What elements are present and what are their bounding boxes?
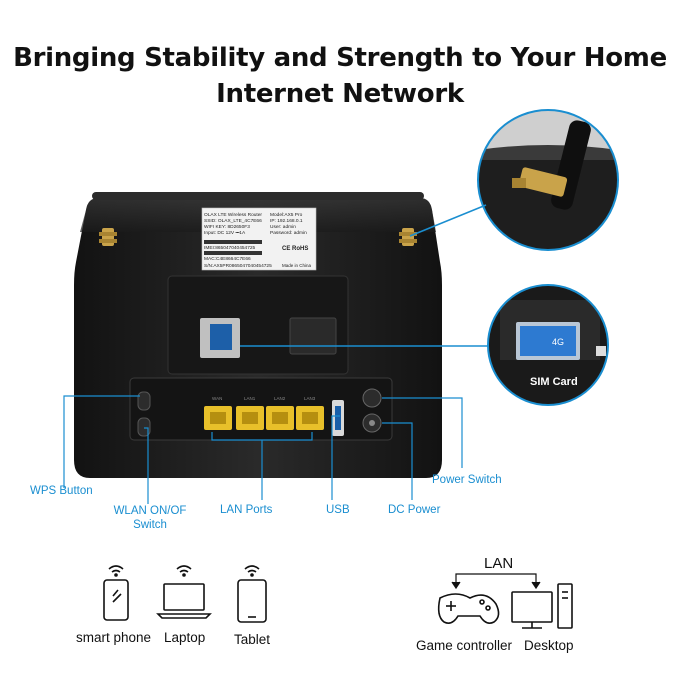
port-label-lan1: LAN1 — [244, 396, 256, 401]
label-line: Model:AX5 Pro — [270, 212, 303, 218]
label-sn: S/N:AX5PR0865047040454725 — [204, 263, 272, 269]
tablet-label: Tablet — [234, 632, 271, 647]
lan-port-wan[interactable] — [204, 406, 232, 430]
wlan-switch[interactable] — [137, 417, 151, 437]
svg-text:4G: 4G — [552, 337, 564, 347]
desktop-label: Desktop — [524, 638, 574, 653]
antenna-connector-right — [399, 228, 417, 246]
antenna-connector-left — [99, 228, 117, 246]
page-title: Bringing Stability and Strength to Your … — [0, 40, 680, 112]
lan-port-3[interactable] — [296, 406, 324, 430]
label-imei: IMEI:865047040454725 — [204, 245, 256, 251]
lan-ports-label: LAN Ports — [220, 504, 273, 516]
lan-title: LAN — [484, 555, 514, 572]
port-label-lan2: LAN2 — [274, 396, 286, 401]
label-line: WIFI KEY: 8D2650F3 — [204, 224, 250, 230]
label-made-in: Made in China — [282, 263, 312, 268]
wps-button[interactable] — [137, 391, 151, 411]
router-body: WAN LAN1 LAN2 LAN3 — [74, 192, 442, 478]
laptop-label: Laptop — [164, 630, 206, 645]
label-marks: CE RoHS — [282, 246, 308, 252]
wps-button-label: WPS Button — [30, 485, 93, 497]
label-mac: MAC:C4E8664C7E66 — [204, 256, 251, 262]
power-switch[interactable] — [362, 388, 382, 408]
label-line: IP: 192.168.0.1 — [270, 218, 303, 224]
label-line: SSID: OLAX_LTE_4C7E66 — [204, 218, 262, 224]
smartphone-label: smart phone — [76, 630, 152, 645]
sim-card-label: SIM Card — [530, 376, 578, 388]
antenna-zoom — [409, 109, 619, 251]
callout-lines — [63, 395, 463, 504]
title-line-1: Bringing Stability and Strength to Your … — [13, 43, 667, 73]
router-label: OLAX LTE Wireless Router SSID: OLAX_LTE_… — [201, 207, 317, 271]
label-line: OLAX LTE Wireless Router — [204, 212, 262, 218]
wlan-label-line-2: Switch — [133, 519, 167, 531]
title-line-2: Internet Network — [216, 79, 464, 109]
usb-label: USB — [326, 504, 350, 516]
sim-zoom: 4G — [240, 284, 609, 406]
game-controller-label: Game controller — [416, 638, 513, 653]
lan-port-1[interactable] — [236, 406, 264, 430]
wlan-label-line-1: WLAN ON/OF — [113, 505, 187, 517]
dc-power-label: DC Power — [388, 504, 441, 516]
wlan-switch-label: WLAN ON/OF Switch — [108, 504, 192, 532]
label-line: User: admin — [270, 224, 296, 230]
power-switch-label: Power Switch — [432, 474, 502, 486]
label-line: Input: DC 12V ⎓1A — [204, 230, 246, 236]
label-line: Password: admin — [270, 230, 307, 236]
port-label-wan: WAN — [212, 396, 222, 401]
port-label-lan3: LAN3 — [304, 396, 316, 401]
lan-port-2[interactable] — [266, 406, 294, 430]
